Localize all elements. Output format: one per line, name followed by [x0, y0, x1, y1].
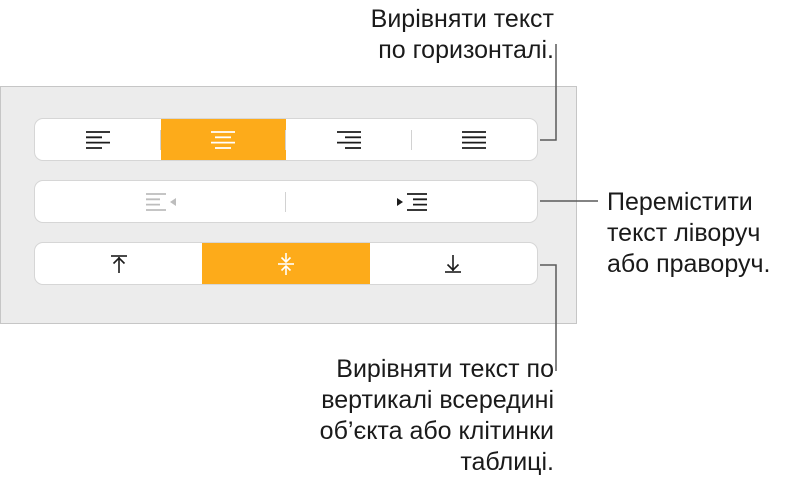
align-left-icon [85, 130, 110, 149]
segment-divider [285, 192, 286, 212]
vertical-alignment-control [34, 242, 538, 285]
align-bottom-button[interactable] [370, 243, 537, 284]
align-middle-icon [277, 252, 294, 275]
justify-button[interactable] [412, 119, 538, 160]
align-right-button[interactable] [286, 119, 412, 160]
segment-divider [159, 130, 161, 150]
callout-vertical-line-1: Вирівняти текст по [336, 355, 554, 383]
callout-vertical-line-3: об’єкта або клітинки [319, 417, 554, 445]
callout-vertical-line-2: вертикалі всередині [321, 386, 554, 414]
callout-indent-line-2: текст ліворуч [607, 219, 761, 247]
callout-horizontal-line-2: по горизонталі. [378, 36, 554, 64]
indent-control [34, 180, 538, 223]
align-bottom-icon [445, 254, 462, 273]
horizontal-alignment-control [34, 118, 538, 161]
align-right-icon [336, 130, 361, 149]
increase-indent-icon [396, 192, 427, 211]
align-left-button[interactable] [35, 119, 161, 160]
align-top-button[interactable] [35, 243, 202, 284]
decrease-indent-icon [145, 192, 176, 211]
align-center-button[interactable] [160, 119, 286, 160]
decrease-indent-button[interactable] [35, 181, 286, 222]
align-center-icon [211, 130, 236, 149]
align-middle-button[interactable] [202, 243, 370, 284]
increase-indent-button[interactable] [286, 181, 537, 222]
callout-indent: Перемістити текст ліворуч або праворуч. [607, 187, 770, 280]
callout-indent-line-1: Перемістити [607, 188, 753, 216]
justify-icon [462, 130, 487, 149]
segment-divider [410, 130, 412, 150]
callout-horizontal-line-1: Вирівняти текст [370, 5, 554, 33]
callout-indent-line-3: або праворуч. [607, 250, 771, 278]
callout-vertical-alignment: Вирівняти текст по вертикалі всередині о… [320, 354, 554, 478]
callout-vertical-line-4: таблиці. [460, 448, 554, 476]
callout-horizontal-alignment: Вирівняти текст по горизонталі. [371, 4, 554, 66]
segment-divider [285, 130, 286, 150]
align-top-icon [110, 254, 127, 273]
